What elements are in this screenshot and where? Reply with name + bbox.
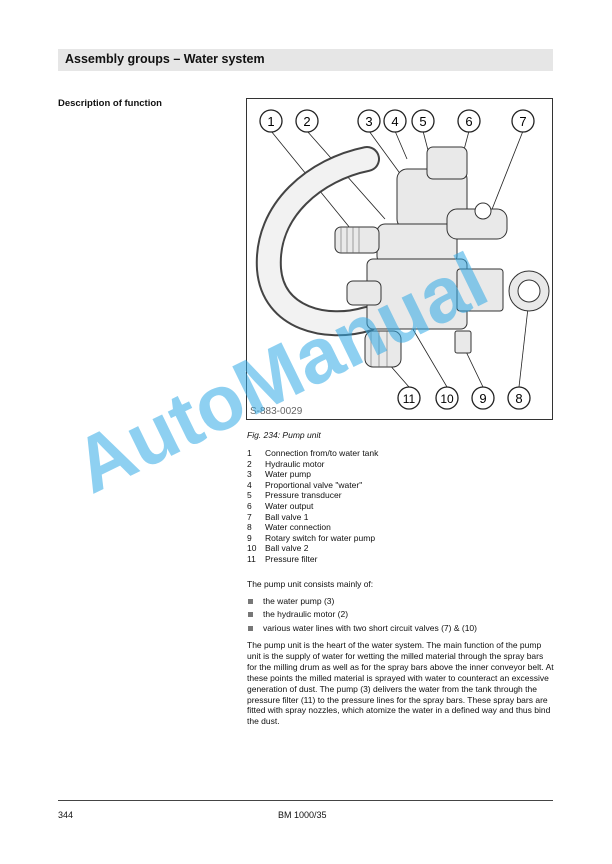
callout-8: 8 <box>515 391 522 406</box>
list-item: the water pump (3) <box>247 595 477 608</box>
bullet-square-icon <box>248 599 253 605</box>
callout-11: 11 <box>403 392 416 406</box>
section-header-bar: Assembly groups – Water system <box>58 49 553 71</box>
pump-unit-figure: 1 2 3 4 5 6 7 11 10 9 8 S-883-0029 <box>246 98 553 420</box>
pump-unit-drawing: 1 2 3 4 5 6 7 11 10 9 8 <box>255 109 550 410</box>
section-label: Description of function <box>58 98 162 109</box>
bullet-square-icon <box>248 625 253 631</box>
page-title: Assembly groups – Water system <box>65 52 265 66</box>
callout-9: 9 <box>479 391 486 406</box>
list-item: the hydraulic motor (2) <box>247 608 477 621</box>
intro-text: The pump unit consists mainly of: <box>247 579 374 589</box>
callout-1: 1 <box>267 114 274 129</box>
figure-code: S-883-0029 <box>250 406 303 417</box>
list-item: various water lines with two short circu… <box>247 622 477 635</box>
callout-6: 6 <box>465 114 472 129</box>
callout-3: 3 <box>365 114 372 129</box>
figure-caption: Fig. 234: Pump unit <box>247 430 321 440</box>
callouts-bottom: 11 10 9 8 <box>397 386 531 410</box>
document-reference: BM 1000/35 <box>278 810 327 820</box>
callout-5: 5 <box>419 114 426 129</box>
component-bullet-list: the water pump (3) the hydraulic motor (… <box>247 595 477 635</box>
description-paragraph: The pump unit is the heart of the water … <box>247 640 554 727</box>
bullet-square-icon <box>248 612 253 618</box>
callouts-top: 1 2 3 4 5 6 7 <box>259 109 535 133</box>
callout-4: 4 <box>391 114 398 129</box>
page-number: 344 <box>58 810 74 820</box>
callout-2: 2 <box>303 114 310 129</box>
callout-7: 7 <box>519 114 526 129</box>
callout-10: 10 <box>440 392 454 406</box>
footer-divider <box>58 800 553 801</box>
